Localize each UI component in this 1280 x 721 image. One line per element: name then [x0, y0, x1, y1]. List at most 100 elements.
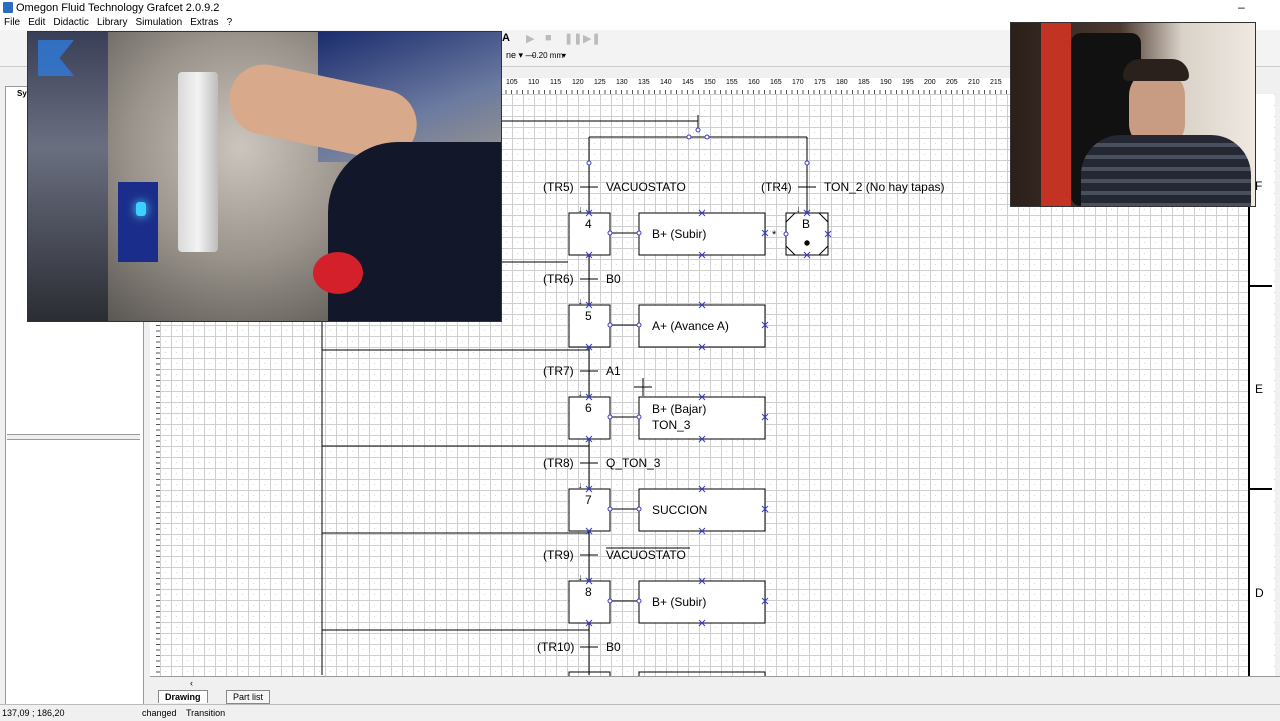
ruler-tick-label: 180: [836, 79, 848, 86]
stop-icon[interactable]: ■: [545, 32, 552, 44]
menu-didactic[interactable]: Didactic: [53, 17, 89, 28]
selection-type: Transition: [186, 708, 226, 718]
connector-x-marker: [698, 435, 706, 443]
transition-condition: Q_TON_3: [606, 456, 661, 470]
ruler-tick-label: 140: [660, 79, 672, 86]
menu-bar: File Edit Didactic Library Simulation Extras?: [0, 16, 1280, 30]
document-state: changed: [142, 708, 177, 718]
transition-condition: TON_2 (No hay tapas): [824, 180, 945, 194]
step-icon[interactable]: ▶❚: [583, 33, 601, 45]
connector-x-marker: [698, 209, 706, 217]
line-width-dropdown[interactable]: 0.20 mm: [532, 51, 564, 60]
line-style-dropdown[interactable]: ne ▾ —: [506, 50, 535, 60]
scroll-left-icon[interactable]: ‹: [190, 678, 193, 688]
frame-letter-f: F: [1255, 179, 1263, 193]
frame-divider: [1250, 285, 1272, 287]
menu-file[interactable]: File: [4, 17, 21, 28]
connector-x-marker: [585, 485, 593, 493]
connector-o-marker: [607, 414, 613, 420]
transition-condition: B0: [606, 640, 621, 654]
panel-splitter[interactable]: [7, 434, 140, 440]
connector-x-marker: [698, 251, 706, 259]
step-box[interactable]: [568, 212, 611, 256]
step-number: 7: [585, 493, 592, 507]
connector-x-marker: [698, 343, 706, 351]
connector-x-marker: [824, 230, 832, 238]
frame-letter-e: E: [1255, 382, 1264, 396]
text-tool-button[interactable]: A: [502, 32, 510, 44]
connector-x-marker: [803, 209, 811, 217]
menu-edit[interactable]: Edit: [28, 17, 46, 28]
menu-library[interactable]: Library: [96, 17, 128, 28]
symbol-panel-tab[interactable]: Sy: [17, 89, 27, 98]
transition-condition: A1: [606, 364, 621, 378]
connector-x-marker: [761, 505, 769, 513]
ruler-tick-label: 160: [748, 79, 760, 86]
transition-id: (TR4): [761, 180, 792, 194]
tab-drawing[interactable]: Drawing: [158, 690, 208, 703]
connector-x-marker: [698, 527, 706, 535]
svg-text:*: *: [772, 229, 777, 241]
connector-x-marker: [585, 619, 593, 627]
connector-markers: [585, 127, 832, 627]
step-number: 4: [585, 217, 592, 231]
document-tab-bar: ‹ Drawing Part list: [150, 676, 1280, 705]
ruler-tick-label: 120: [572, 79, 584, 86]
ruler-tick-label: 205: [946, 79, 958, 86]
connector-x-marker: [698, 301, 706, 309]
connector-o-marker: [636, 506, 642, 512]
connector-x-marker: [585, 527, 593, 535]
connector-o-marker: [783, 231, 789, 237]
action-box[interactable]: [638, 580, 766, 624]
ruler-tick-label: 200: [924, 79, 936, 86]
status-bar: 137,09 ; 186,20 changed Transition: [0, 704, 1280, 721]
action-text: B+ (Subir): [652, 595, 706, 609]
svg-text:↓: ↓: [578, 480, 583, 490]
ruler-tick-label: 110: [528, 79, 540, 86]
ruler-tick-label: 150: [704, 79, 716, 86]
svg-text:↓: ↓: [578, 388, 583, 398]
ruler-tick-label: 155: [726, 79, 738, 86]
connector-x-marker: [585, 301, 593, 309]
app-icon: [3, 2, 13, 13]
transition-id: (TR6): [543, 272, 574, 286]
connector-x-marker: [585, 251, 593, 259]
ruler-tick-label: 175: [814, 79, 826, 86]
chevron-down-icon[interactable]: ▾: [562, 51, 567, 60]
menu-extras[interactable]: Extras: [190, 17, 219, 28]
cursor-coordinates: 137,09 ; 186,20: [2, 708, 65, 718]
ruler-tick-label: 185: [858, 79, 870, 86]
tab-part-list[interactable]: Part list: [226, 690, 271, 704]
minimize-button[interactable]: –: [1238, 0, 1245, 14]
svg-text:↓: ↓: [578, 204, 583, 214]
webcam-overlay: [1010, 22, 1256, 207]
connector-x-marker: [761, 321, 769, 329]
step-number: 6: [585, 401, 592, 415]
play-icon[interactable]: ▶: [526, 33, 535, 45]
ruler-tick-label: 195: [902, 79, 914, 86]
ruler-tick-label: 135: [638, 79, 650, 86]
svg-text:↓: ↓: [578, 296, 583, 306]
connector-o-marker: [607, 506, 613, 512]
ruler-tick-label: 145: [682, 79, 694, 86]
connector-x-marker: [698, 393, 706, 401]
connector-o-marker: [586, 160, 592, 166]
menu-simulation[interactable]: Simulation: [135, 17, 183, 28]
connector-o-marker: [636, 598, 642, 604]
transition-condition: B0: [606, 272, 621, 286]
step-number: 8: [585, 585, 592, 599]
connector-x-marker: [761, 413, 769, 421]
connector-o-marker: [804, 160, 810, 166]
menu-help[interactable]: ?: [226, 17, 233, 28]
connector-x-marker: [698, 577, 706, 585]
action-text: B+ (Bajar): [652, 402, 706, 416]
ruler-tick-label: 210: [968, 79, 980, 86]
ruler-tick-label: 125: [594, 79, 606, 86]
ruler-tick-label: 115: [550, 79, 562, 86]
connector-o-marker: [607, 230, 613, 236]
pause-icon[interactable]: ❚❚: [564, 33, 583, 45]
connector-o-marker: [686, 134, 692, 140]
ruler-tick-label: 105: [506, 79, 518, 86]
svg-text:↓: ↓: [796, 204, 801, 214]
